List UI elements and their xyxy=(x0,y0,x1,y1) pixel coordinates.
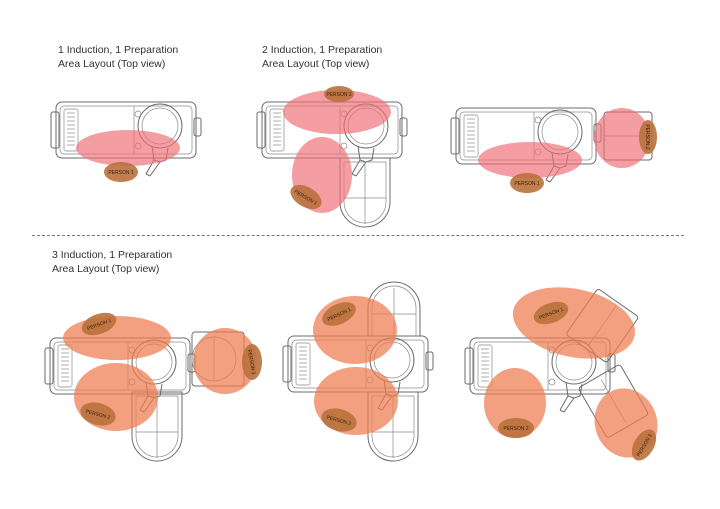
person-marker xyxy=(639,120,657,154)
caption-layout-2: 2 Induction, 1 Preparation Area Layout (… xyxy=(262,43,382,71)
section-divider xyxy=(32,235,684,236)
person-marker xyxy=(104,162,138,182)
work-zone xyxy=(63,316,171,360)
layout-5-diagram: PERSON 1 PERSON 2 xyxy=(282,281,434,462)
person-label: PERSON 1 xyxy=(108,170,134,176)
layout-4-diagram: PERSON 1 PERSON 2 PERSON 3 xyxy=(44,312,262,462)
person-marker xyxy=(290,184,322,210)
person-marker xyxy=(80,402,116,426)
caption-line: Area Layout (Top view) xyxy=(262,58,370,70)
caption-line: Area Layout (Top view) xyxy=(52,263,160,275)
person-label: PERSON 2 xyxy=(326,92,352,98)
layout-6-diagram: PERSON 1 PERSON 2 PERSON 3 xyxy=(464,287,658,461)
person-marker xyxy=(631,429,657,461)
caption-line: 1 Induction, 1 Preparation xyxy=(58,44,179,56)
work-zone xyxy=(478,142,582,178)
person-marker xyxy=(510,173,544,193)
person-label: PERSON 2 xyxy=(644,124,650,150)
person-marker xyxy=(81,312,117,336)
person-marker xyxy=(533,301,569,325)
work-zone xyxy=(594,108,650,168)
caption-line: 2 Induction, 1 Preparation xyxy=(262,44,383,56)
person-label: PERSON 3 xyxy=(246,349,256,375)
caption-layout-1: 1 Induction, 1 Preparation Area Layout (… xyxy=(58,43,178,71)
layout-3-diagram: PERSON 1 PERSON 2 xyxy=(450,107,657,193)
work-zone xyxy=(193,328,257,394)
work-zone xyxy=(76,130,180,166)
work-zone xyxy=(283,90,391,134)
person-marker xyxy=(321,408,357,432)
layout-1-diagram: PERSON 1 xyxy=(50,101,202,182)
caption-line: Area Layout (Top view) xyxy=(58,58,166,70)
person-label: PERSON 2 xyxy=(503,426,529,432)
work-zone xyxy=(594,388,658,458)
caption-layout-3: 3 Induction, 1 Preparation Area Layout (… xyxy=(52,248,172,276)
work-zone xyxy=(484,368,546,438)
work-zone xyxy=(74,363,158,431)
person-marker xyxy=(242,344,262,380)
work-zone xyxy=(512,287,636,359)
person-label: PERSON 1 xyxy=(514,181,540,187)
layout-2-diagram: PERSON 2 PERSON 1 xyxy=(256,86,408,228)
person-marker xyxy=(322,302,356,326)
person-marker xyxy=(498,418,534,438)
caption-line: 3 Induction, 1 Preparation xyxy=(52,249,173,261)
person-marker xyxy=(324,86,354,102)
